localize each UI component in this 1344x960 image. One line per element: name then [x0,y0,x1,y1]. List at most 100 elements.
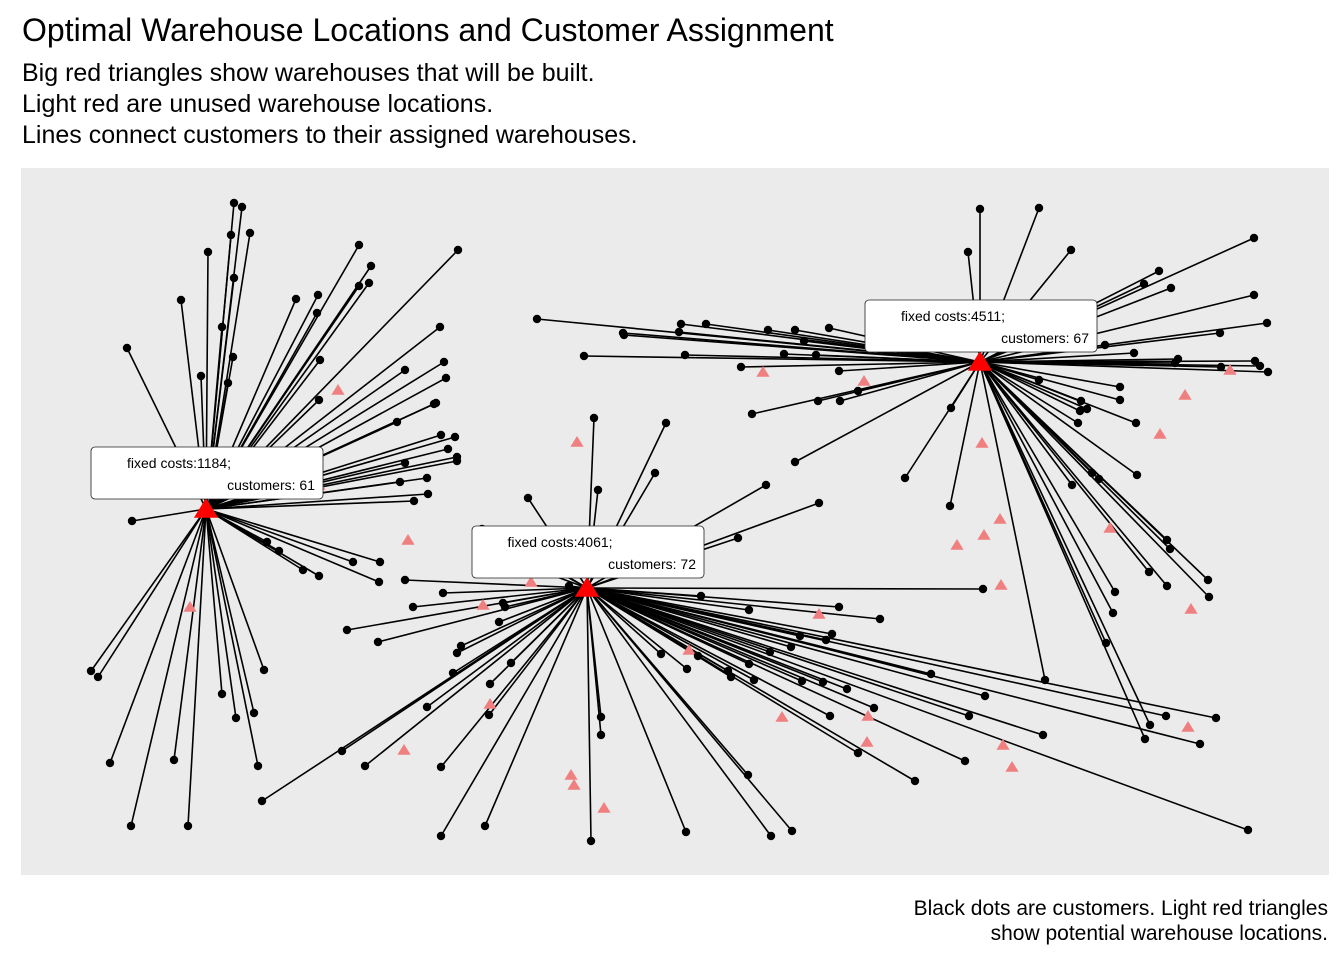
assignment-line [205,508,320,577]
customer-point [682,664,692,674]
customer-point [726,672,736,682]
assignment-line [460,587,588,647]
unused-warehouse-marker [682,644,696,655]
customer-point [203,247,213,257]
customer-point [811,350,821,360]
customer-point [422,473,432,483]
unused-warehouses [183,364,1237,813]
customer-point [1094,474,1104,484]
customer-point [452,648,462,658]
customer-point [661,418,671,428]
customer-point [743,770,753,780]
customer-point [978,584,988,594]
customer-point [821,635,831,645]
customer-point [400,365,410,375]
customer-point [869,703,879,713]
customer-point [1215,328,1225,338]
built-warehouse-marker [967,351,993,371]
customer-point [975,204,985,214]
customer-point [1129,348,1139,358]
customer-point [875,614,885,624]
customer-point [790,325,800,335]
customer-point [93,672,103,682]
customer-point [693,651,703,661]
unused-warehouse-marker [483,698,497,709]
built-warehouse-marker [193,498,219,518]
assignment-line [488,587,588,716]
customer-point [835,396,845,406]
customer-point [963,247,973,257]
customer-point [228,352,238,362]
assignment-line [484,587,588,827]
warehouse-label-box [864,299,1098,353]
assignment-line [979,361,1073,486]
customer-point [1195,739,1205,749]
customer-point [696,591,706,601]
customer-point [217,689,227,699]
customer-point [226,230,236,240]
customer-point [1034,375,1044,385]
unused-warehouse-marker [993,513,1007,524]
customer-point [1087,468,1097,478]
customer-point [439,357,449,367]
customer-point [964,711,974,721]
customer-point [392,417,402,427]
customer-point [1108,608,1118,618]
assignment-line [949,361,981,507]
customer-point [736,362,746,372]
assignment-line [131,508,207,522]
unused-warehouse-marker [524,576,538,587]
customer-point [231,713,241,723]
customer-point [795,631,805,641]
assignment-line [586,587,749,776]
customer-point [1139,279,1149,289]
customer-point [1040,675,1050,685]
customer-point [763,325,773,335]
customer-point [1211,713,1221,723]
customer-point [436,430,446,440]
assignment-line [979,361,1121,401]
assignment-line [404,579,588,589]
assignment-line [205,508,223,695]
customer-point [946,403,956,413]
customer-point [1262,318,1272,328]
customer-point [910,776,920,786]
customer-point [779,349,789,359]
customer-point [337,746,347,756]
unused-warehouse-marker [1103,522,1117,533]
unused-warehouse-marker [564,769,578,780]
customer-point [1243,825,1253,835]
assignment-line [979,361,1114,614]
assignment-line [979,361,1210,598]
customer-point [223,378,233,388]
customer-point [452,456,462,466]
assignment-line [586,587,1201,745]
customer-point [1154,266,1164,276]
assignment-line [586,587,984,590]
assignment-line [740,361,981,368]
assignment-line [979,361,1079,424]
warehouse-label-box [90,446,324,500]
unused-warehouse-marker [996,739,1010,750]
customer-point [298,565,308,575]
customer-point [827,629,837,639]
warehouse-label-customers: customers: 61 [227,477,315,493]
assignment-line [510,587,588,664]
customer-point [314,395,324,405]
customer-point [1066,245,1076,255]
customer-point [354,281,364,291]
customer-point [249,708,259,718]
customer-point [680,350,690,360]
assignment-line [412,587,588,608]
customer-point [374,577,384,587]
customer-point [853,386,863,396]
customer-point [824,323,834,333]
customer-point [441,373,451,383]
customer-point [395,477,405,487]
customer-point [945,501,955,511]
assignment-line [979,361,1151,726]
customer-point [1110,587,1120,597]
unused-warehouse-marker [597,802,611,813]
customer-point [787,826,797,836]
